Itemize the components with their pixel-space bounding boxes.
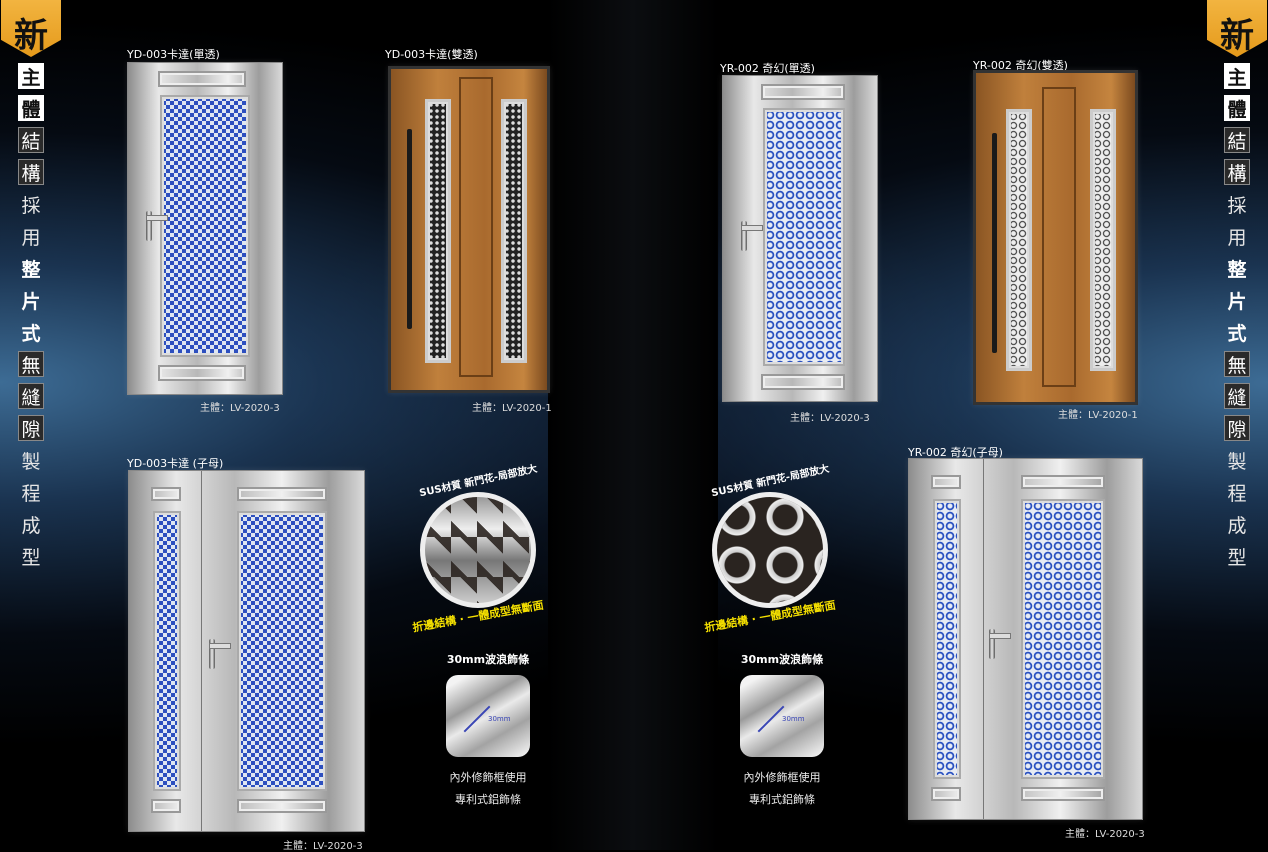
door-caption: 主體：LV-2020-3 <box>200 403 280 414</box>
glass-panel <box>1021 499 1105 779</box>
door-handle <box>989 629 1011 659</box>
side-text-char: 整 <box>1227 258 1247 281</box>
glass-panel <box>153 511 181 791</box>
trim-line: 專利式鋁飾條 <box>749 793 815 806</box>
side-text-char: 片 <box>1227 290 1247 313</box>
side-text-char: 結 <box>18 127 44 153</box>
background-strip <box>548 0 718 850</box>
door-label: YD-003卡達 (子母) <box>127 457 224 470</box>
door-label: YR-002 奇幻(單透) <box>720 62 815 75</box>
trim-line: 內外修飾框使用 <box>743 771 821 784</box>
door-handle <box>741 221 763 251</box>
glass-panel <box>237 511 327 791</box>
side-text-char: 主 <box>18 63 44 89</box>
door-yr002-double <box>973 70 1138 405</box>
side-text-char: 型 <box>1227 546 1247 569</box>
new-badge: 新 <box>1 0 61 57</box>
glass-panel <box>933 499 961 779</box>
side-text-char: 製 <box>1227 450 1247 473</box>
trim-description: 內外修飾框使用 專利式鋁飾條 <box>428 767 548 811</box>
trim-description: 內外修飾框使用 專利式鋁飾條 <box>722 767 842 811</box>
pattern-closeup-diamond: SUS材質 新門花-局部放大 折邊結構 · 一體成型無斷面 <box>398 464 558 635</box>
door-caption: 主體：LV-2020-1 <box>1058 410 1138 421</box>
side-text-char: 採 <box>1227 194 1247 217</box>
side-text-char: 隙 <box>18 415 44 441</box>
side-text-char: 片 <box>21 290 41 313</box>
door-label: YD-003卡達(單透) <box>127 48 220 61</box>
door-yd003-single <box>127 62 283 395</box>
trim-dimension: 30mm <box>488 715 511 723</box>
new-badge: 新 <box>1207 0 1267 57</box>
side-text-char: 結 <box>1224 127 1250 153</box>
side-text-char: 無 <box>1224 351 1250 377</box>
glass-panel <box>763 108 845 366</box>
door-label: YR-002 奇幻(子母) <box>908 446 1003 459</box>
door-yr002-mother-child <box>908 458 1143 820</box>
closeup-image <box>712 492 828 608</box>
glass-panel <box>160 95 250 357</box>
side-text-char: 構 <box>18 159 44 185</box>
side-text-char: 縫 <box>18 383 44 409</box>
door-caption: 主體：LV-2020-3 <box>790 413 870 424</box>
door-pull-handle <box>407 129 412 329</box>
door-handle <box>146 211 168 241</box>
door-yd003-double <box>388 66 550 393</box>
side-text-char: 採 <box>21 194 41 217</box>
door-yr002-single <box>722 75 878 402</box>
side-text-char: 型 <box>21 546 41 569</box>
door-label: YD-003卡達(雙透) <box>385 48 478 61</box>
glass-panel <box>501 99 527 363</box>
side-text-char: 製 <box>21 450 41 473</box>
door-caption: 主體：LV-2020-3 <box>283 841 363 852</box>
door-yd003-mother-child <box>128 470 365 832</box>
side-text-char: 主 <box>1224 63 1250 89</box>
side-text-char: 式 <box>1227 322 1247 345</box>
trim-dimension: 30mm <box>782 715 805 723</box>
trim-title: 30mm波浪飾條 <box>446 653 530 666</box>
side-text-char: 無 <box>18 351 44 377</box>
door-label: YR-002 奇幻(雙透) <box>973 59 1068 72</box>
side-banner-left: 新 主體結構採用整片式無縫隙製程成型 <box>0 0 62 569</box>
side-banner-right: 新 主體結構採用整片式無縫隙製程成型 <box>1206 0 1268 569</box>
door-caption: 主體：LV-2020-1 <box>472 403 552 414</box>
side-text-char: 程 <box>21 482 41 505</box>
side-text-char: 用 <box>1227 226 1247 249</box>
door-handle <box>209 639 231 669</box>
trim-line: 專利式鋁飾條 <box>455 793 521 806</box>
glass-panel <box>1090 109 1116 371</box>
glass-panel <box>425 99 451 363</box>
glass-panel <box>1006 109 1032 371</box>
closeup-image <box>420 492 536 608</box>
side-text-char: 整 <box>21 258 41 281</box>
trim-title: 30mm波浪飾條 <box>740 653 824 666</box>
side-text-char: 式 <box>21 322 41 345</box>
side-text-char: 構 <box>1224 159 1250 185</box>
pattern-closeup-ring: SUS材質 新門花-局部放大 折邊結構 · 一體成型無斷面 <box>690 464 850 635</box>
trim-line: 內外修飾框使用 <box>449 771 527 784</box>
side-text-char: 用 <box>21 226 41 249</box>
trim-image: 30mm <box>740 675 824 757</box>
door-pull-handle <box>992 133 997 353</box>
side-text-char: 體 <box>18 95 44 121</box>
side-text-char: 隙 <box>1224 415 1250 441</box>
side-text-char: 成 <box>21 514 41 537</box>
side-text-char: 成 <box>1227 514 1247 537</box>
side-text-char: 縫 <box>1224 383 1250 409</box>
side-text-char: 程 <box>1227 482 1247 505</box>
trim-image: 30mm <box>446 675 530 757</box>
door-caption: 主體：LV-2020-3 <box>1065 829 1145 840</box>
side-text-char: 體 <box>1224 95 1250 121</box>
